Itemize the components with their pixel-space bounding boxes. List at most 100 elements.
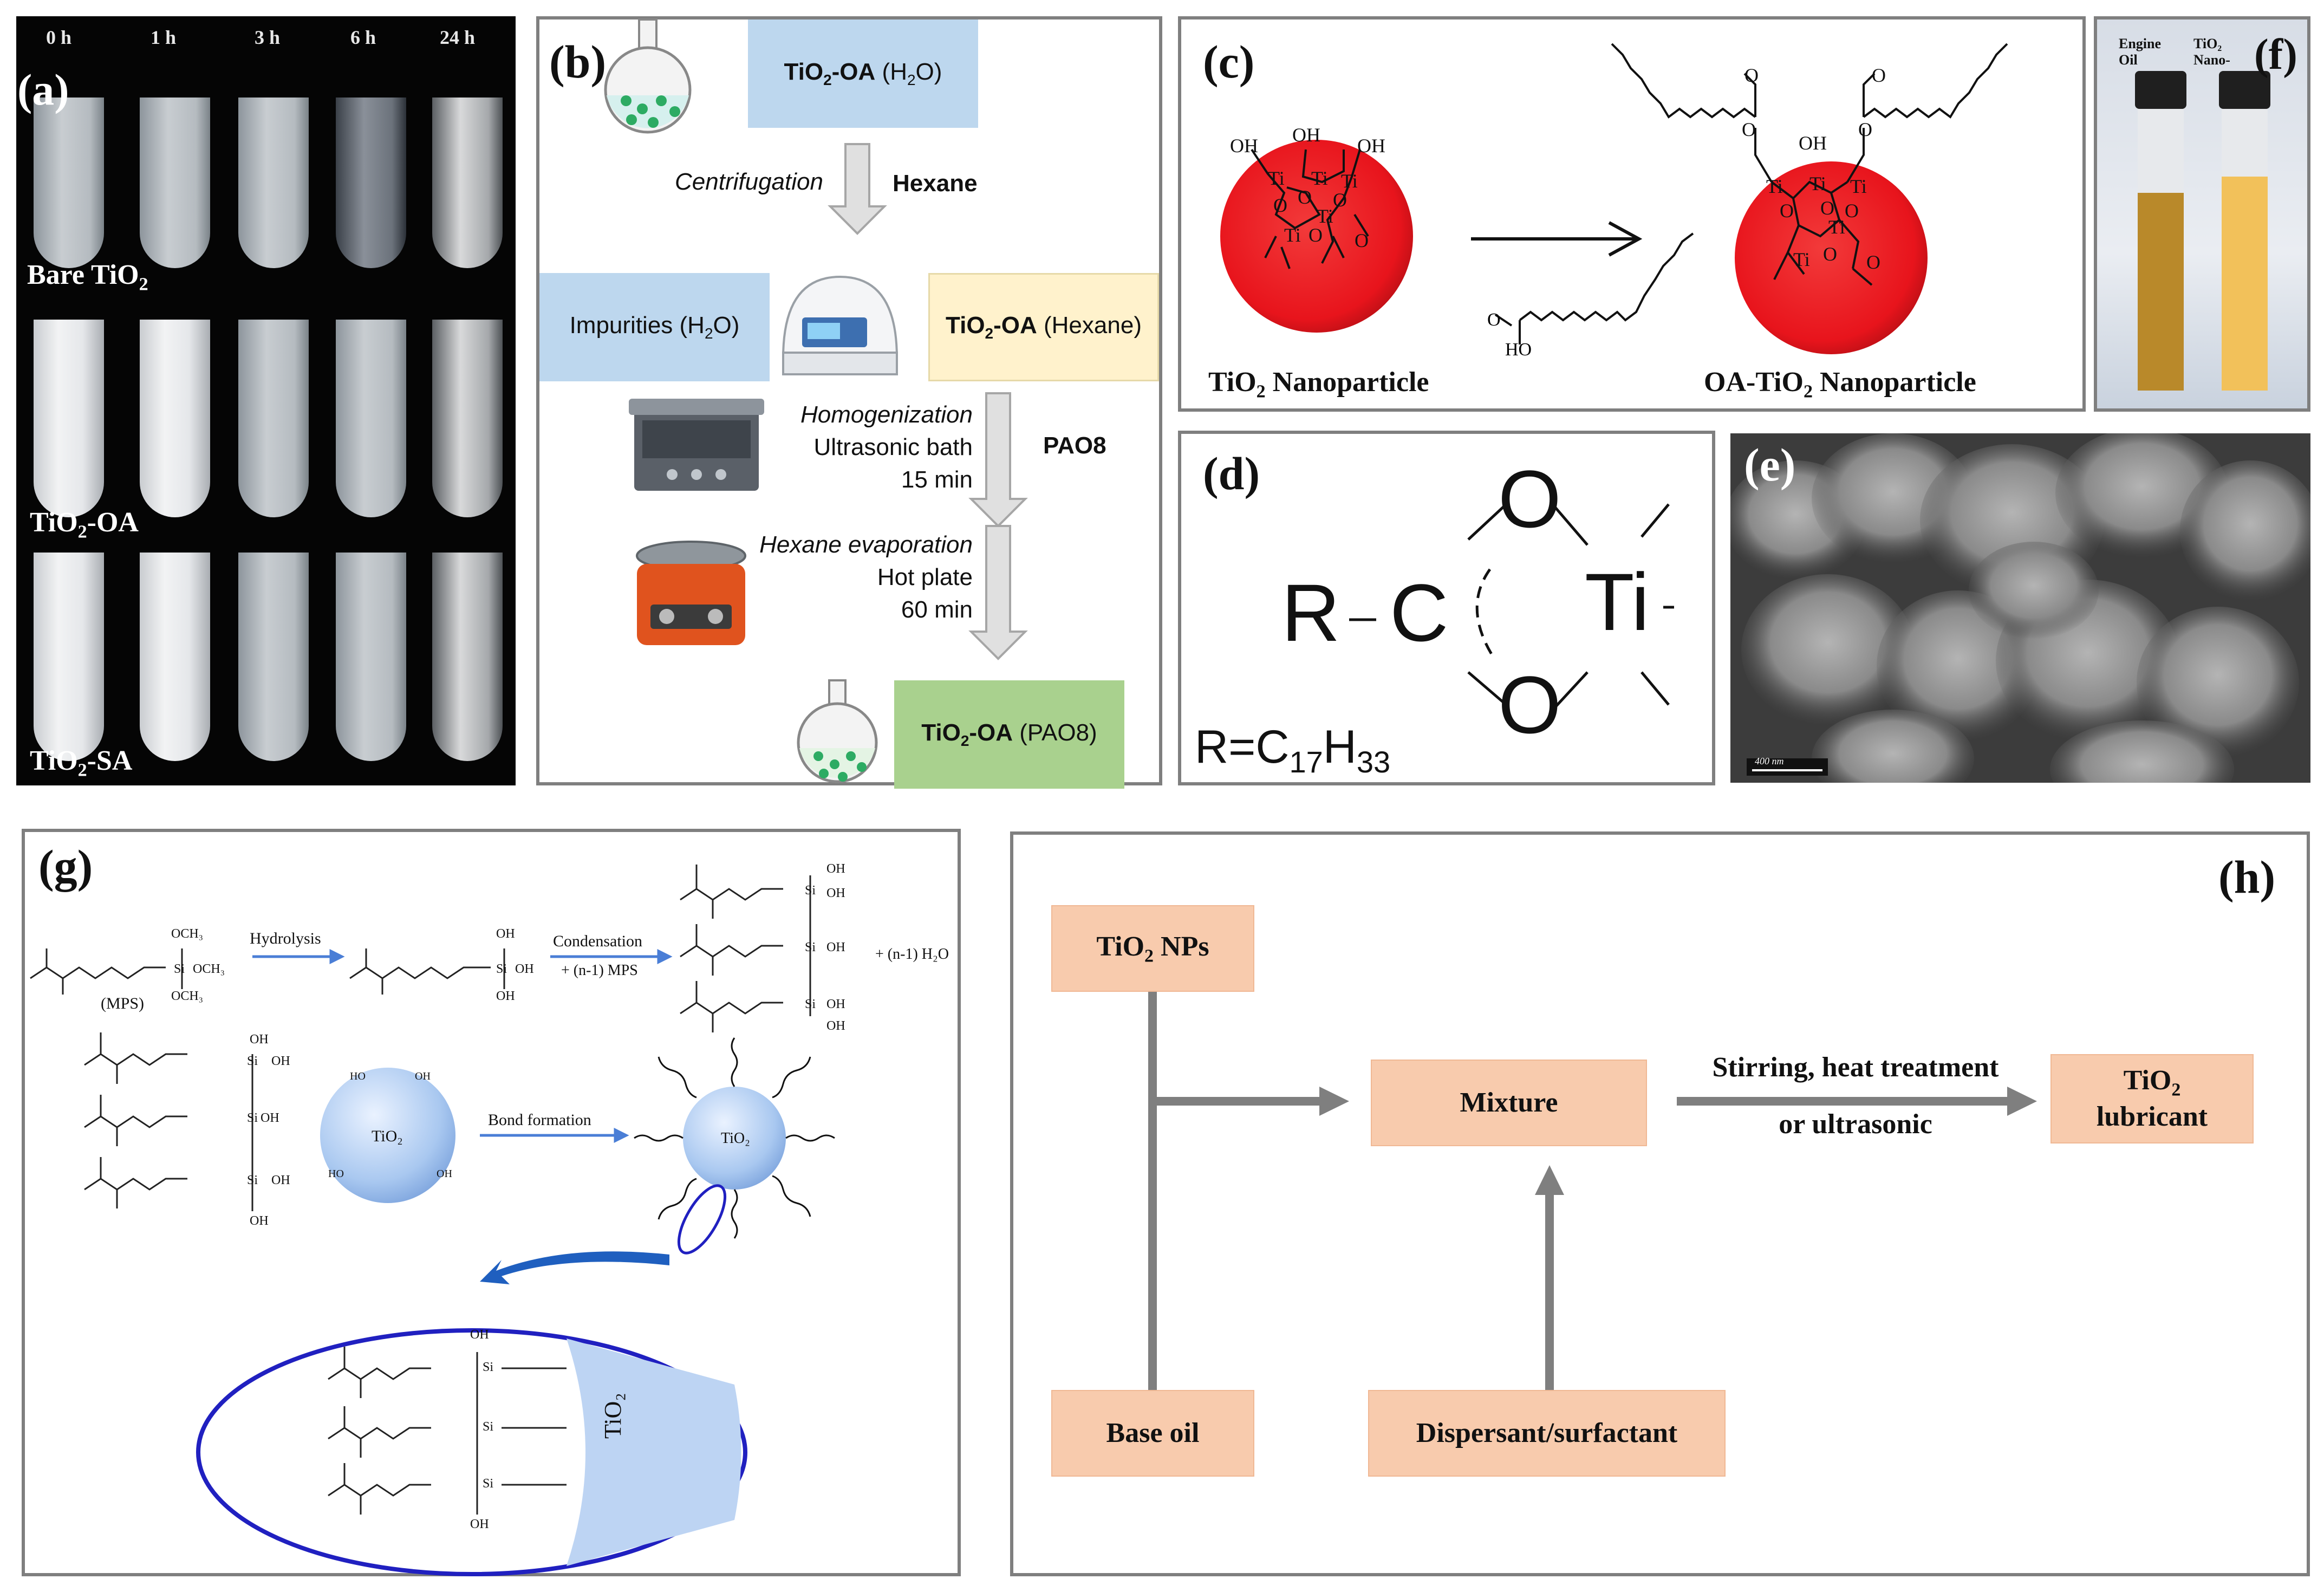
base-oil-box: Base oil <box>1051 1390 1254 1477</box>
titanium-atom: Ti <box>1585 556 1650 647</box>
tio2-nanoparticle-caption: TiO2 Nanoparticle <box>1208 367 1429 402</box>
time-label-3h: 3 h <box>255 27 281 48</box>
si-cond-3: Si <box>805 997 816 1011</box>
carbon-atom: C <box>1390 567 1449 658</box>
c-o-bottom-bond <box>1467 671 1507 706</box>
engine-oil-liquid <box>2138 193 2184 391</box>
flask-icon <box>604 18 692 134</box>
ti-3: Ti <box>1341 170 1358 192</box>
resonance-arc <box>1475 568 1494 657</box>
grafted-chains <box>634 1037 835 1239</box>
centrifuge-icon <box>782 275 899 375</box>
mps-label: (MPS) <box>101 995 145 1012</box>
condensation-label: Condensation <box>553 932 642 950</box>
tube-bare-1h <box>140 98 210 268</box>
tio2-nps-box: TiO2 NPs <box>1051 905 1254 992</box>
hot-plate-icon <box>636 541 746 645</box>
hexane-phase-box: TiO2-OA (Hexane) <box>928 273 1159 381</box>
tio2-grafted-label: TiO₂ <box>721 1130 750 1147</box>
dispersant-box: Dispersant/surfactant <box>1368 1390 1726 1477</box>
o-ti-top-bond <box>1554 506 1589 546</box>
right-chains <box>1611 43 2008 286</box>
condensed-chain <box>680 865 811 1032</box>
oh-olig-1: OH <box>250 1032 269 1047</box>
panel-f-graphic <box>2135 71 2270 391</box>
oh-olig-2: OH <box>271 1054 290 1068</box>
right-o-4: O <box>1823 243 1837 265</box>
si-zoom-3: Si <box>483 1477 494 1491</box>
panel-g-label: (g) <box>38 840 93 892</box>
hydrolysis-label: Hydrolysis <box>250 930 321 947</box>
right-ti-4: Ti <box>1828 216 1845 238</box>
oh-cond-5: OH <box>826 1019 845 1033</box>
panel-b-label: (b) <box>549 36 607 88</box>
panel-a: 0 h 1 h 3 h 6 h 24 h (a) Bare TiO2 TiO2-… <box>16 16 516 785</box>
time-label-6h: 6 h <box>350 27 376 48</box>
reaction-arrow <box>1471 221 1643 257</box>
tube-bare-3h <box>238 98 309 268</box>
zoom-tio2-surface <box>567 1338 741 1566</box>
ester-o-2: O <box>1858 119 1872 140</box>
bond-formation-label: Bond formation <box>488 1111 591 1129</box>
oh-cond-4: OH <box>826 997 845 1011</box>
tube-oa-1h <box>140 320 210 517</box>
oh-surface-1: OH <box>415 1070 431 1082</box>
ho-surface-2: HO <box>328 1168 344 1180</box>
right-o-3: O <box>1845 200 1859 222</box>
mixture-box: Mixture <box>1371 1060 1647 1146</box>
o-2: O <box>1298 186 1312 208</box>
oleic-acid <box>1494 232 1694 345</box>
panel-f: Engine Oil TiO₂ Nano- (f) <box>2094 16 2310 412</box>
to-product-arrowhead <box>2007 1087 2037 1116</box>
ti-5: Ti <box>1284 224 1301 246</box>
panel-e-label: (e) <box>1744 439 1796 491</box>
row-label-bare-tio2: Bare TiO2 <box>27 259 148 295</box>
tube-bare-0h <box>34 98 104 268</box>
panel-e-sem-image <box>1730 433 2310 783</box>
panel-b: (b) TiO2-OA (H2O) Centrifugation Hexane … <box>536 16 1162 789</box>
panel-c-label: (c) <box>1203 36 1255 88</box>
si-olig-1: Si <box>247 1054 258 1068</box>
o-ti-bottom-bond <box>1554 671 1589 709</box>
tube-bare-24h <box>432 98 503 268</box>
oh-zoom-bottom: OH <box>470 1517 489 1531</box>
panel-a-graphic <box>34 98 503 761</box>
o-4: O <box>1309 224 1323 246</box>
tube-sa-3h <box>238 553 309 761</box>
homogenization-text: Homogenization Ultrasonic bath 15 min <box>800 401 973 493</box>
right-ti-1: Ti <box>1766 176 1783 197</box>
start-box: TiO2-OA (H2O) <box>748 20 978 128</box>
oh-surface-2: OH <box>437 1168 452 1180</box>
ester-o-1: O <box>1742 119 1756 140</box>
process-step-line1: Stirring, heat treatment <box>1712 1052 1999 1083</box>
row-label-tio2-oa: TiO2-OA <box>30 507 139 542</box>
down-arrow-2 <box>968 392 1028 528</box>
final-box: TiO2-OA (PAO8) <box>894 680 1124 789</box>
evaporation-text: Hexane evaporation Hot plate 60 min <box>759 531 973 623</box>
ti-2: Ti <box>1311 167 1328 189</box>
right-o-5: O <box>1866 251 1880 273</box>
r-group: R <box>1281 567 1340 658</box>
n-mps-label: + (n-1) MPS <box>561 962 638 979</box>
oligomer-left <box>84 1032 253 1211</box>
si-cond-2: Si <box>805 940 816 954</box>
oleic-o: O <box>1487 310 1501 330</box>
tube-sa-1h <box>140 553 210 761</box>
oh-cond-3: OH <box>826 940 845 954</box>
tio2-particle-left <box>320 1068 455 1203</box>
oxygen-top: O <box>1498 453 1561 544</box>
process-step-line2: or ultrasonic <box>1779 1109 1932 1140</box>
ultrasonic-bath-icon <box>629 399 764 491</box>
oh-cond-2: OH <box>826 886 845 900</box>
hydrolyzed-mps <box>349 948 505 995</box>
panel-d: (d) R C O O Ti R=C17H33 <box>1178 431 1715 785</box>
tio2-surface-label: TiO₂ <box>600 1393 626 1439</box>
tube-oa-24h <box>432 320 503 517</box>
c-o-top-bond <box>1467 503 1507 541</box>
centrifugation-label: Centrifugation <box>675 168 823 195</box>
blue-arrows <box>252 948 673 1143</box>
ho-surface-1: HO <box>350 1070 366 1082</box>
oh-3: OH <box>1357 135 1385 157</box>
panel-d-label: (d) <box>1203 447 1260 499</box>
tio2-particle-label: TiO₂ <box>372 1127 403 1145</box>
